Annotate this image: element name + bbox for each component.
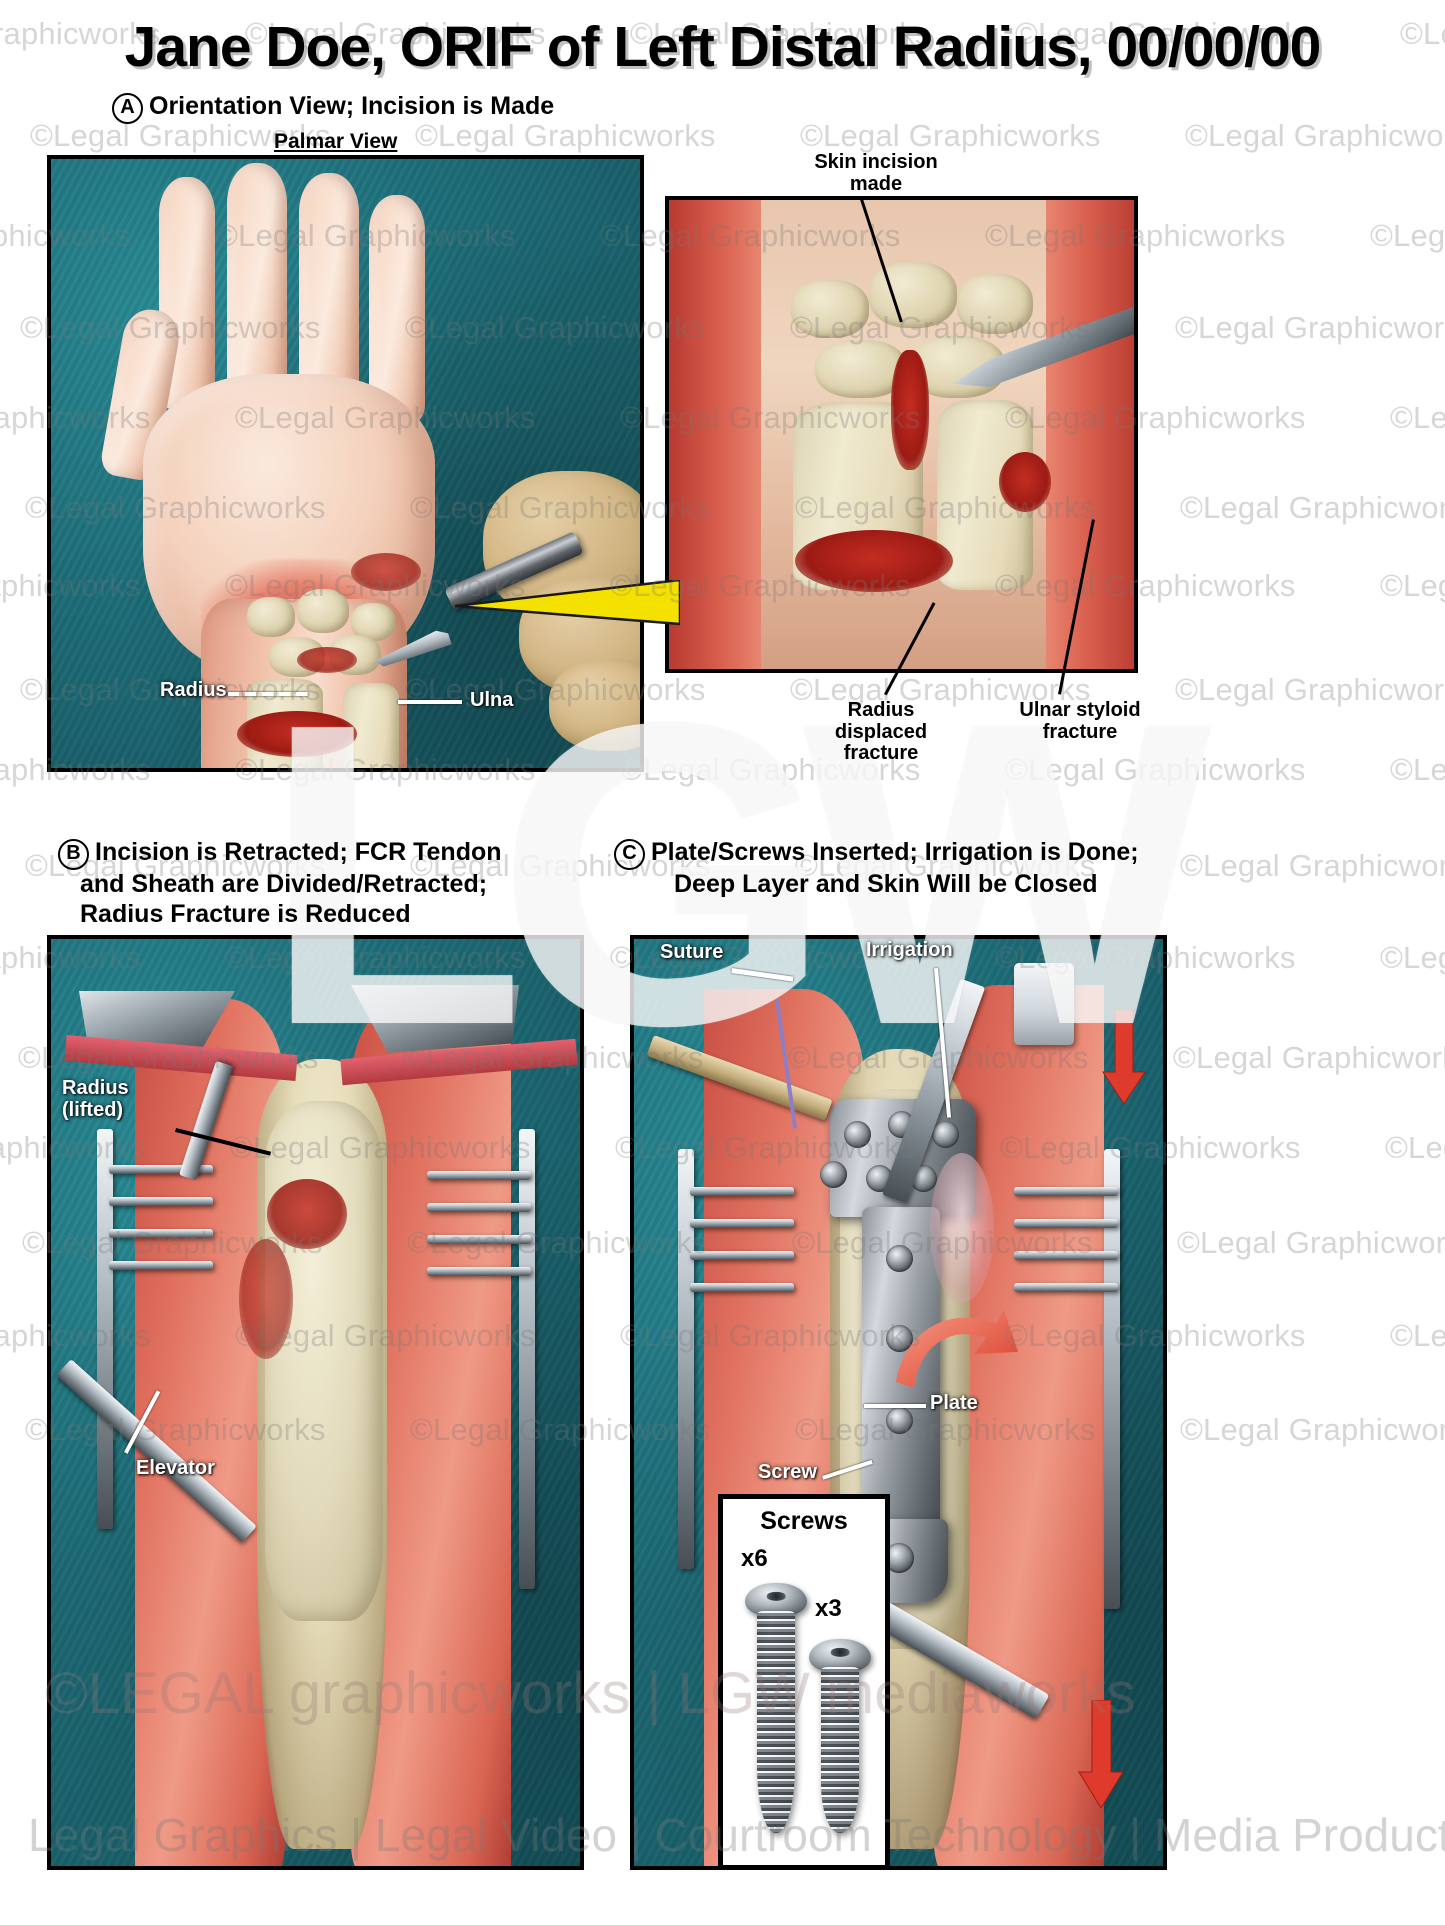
arrow-down-right-icon [1102,1010,1146,1105]
label-skin-incision: Skin incision made [814,151,938,195]
label-irrigation: Irrigation [866,939,953,961]
arrow-down-screw-icon [1078,1700,1124,1809]
label-radius: Radius [160,679,227,701]
panel-c-caption-line1: Plate/Screws Inserted; Irrigation is Don… [651,838,1139,866]
hand-artwork [51,159,640,768]
leader-plate [864,1404,926,1408]
panel-a-inset-illustration [665,196,1138,673]
screw-short-head [809,1639,871,1671]
panel-b-caption-line1: Incision is Retracted; FCR Tendon [95,838,502,866]
panel-b-caption-line3: Radius Fracture is Reduced [80,899,411,928]
panel-b-caption-line2: and Sheath are Divided/Retracted; [80,870,488,898]
screws-inset-box: Screws x6 x3 [718,1494,890,1870]
screws-qty-long: x6 [741,1545,768,1572]
panel-a-letter: A [112,93,143,124]
panel-a-subview: Palmar View [274,130,398,153]
screw-short-shaft [821,1667,859,1833]
panel-b-illustration [47,935,584,1870]
panel-a-caption-text: Orientation View; Incision is Made [149,92,555,120]
panel-c-caption-line2: Deep Layer and Skin Will be Closed [674,870,1098,898]
screws-inset-title: Screws [760,1507,848,1535]
panel-a-illustration [47,155,644,772]
label-screw: Screw [758,1461,817,1483]
label-radius-lifted: Radius (lifted) [62,1077,129,1121]
label-suture: Suture [660,941,724,963]
label-elevator: Elevator [136,1457,215,1479]
page-title: Jane Doe, ORIF of Left Distal Radius, 00… [124,15,1322,79]
screw-long-shaft [757,1611,795,1833]
leader-ulna [398,700,462,704]
panel-c-letter: C [614,839,645,870]
label-ulnar-styloid-fracture: Ulnar styloid fracture [1019,699,1141,743]
screws-callout-arrow-icon [896,1310,1018,1388]
label-plate: Plate [930,1392,978,1414]
leader-radius [228,692,308,696]
zoom-callout-wedge [455,580,680,626]
label-ulna: Ulna [470,689,514,711]
panel-b-letter: B [58,839,89,870]
label-radius-displaced-fracture: Radius displaced fracture [834,699,928,765]
screws-qty-short: x3 [815,1595,842,1622]
screw-long-head [745,1583,807,1615]
